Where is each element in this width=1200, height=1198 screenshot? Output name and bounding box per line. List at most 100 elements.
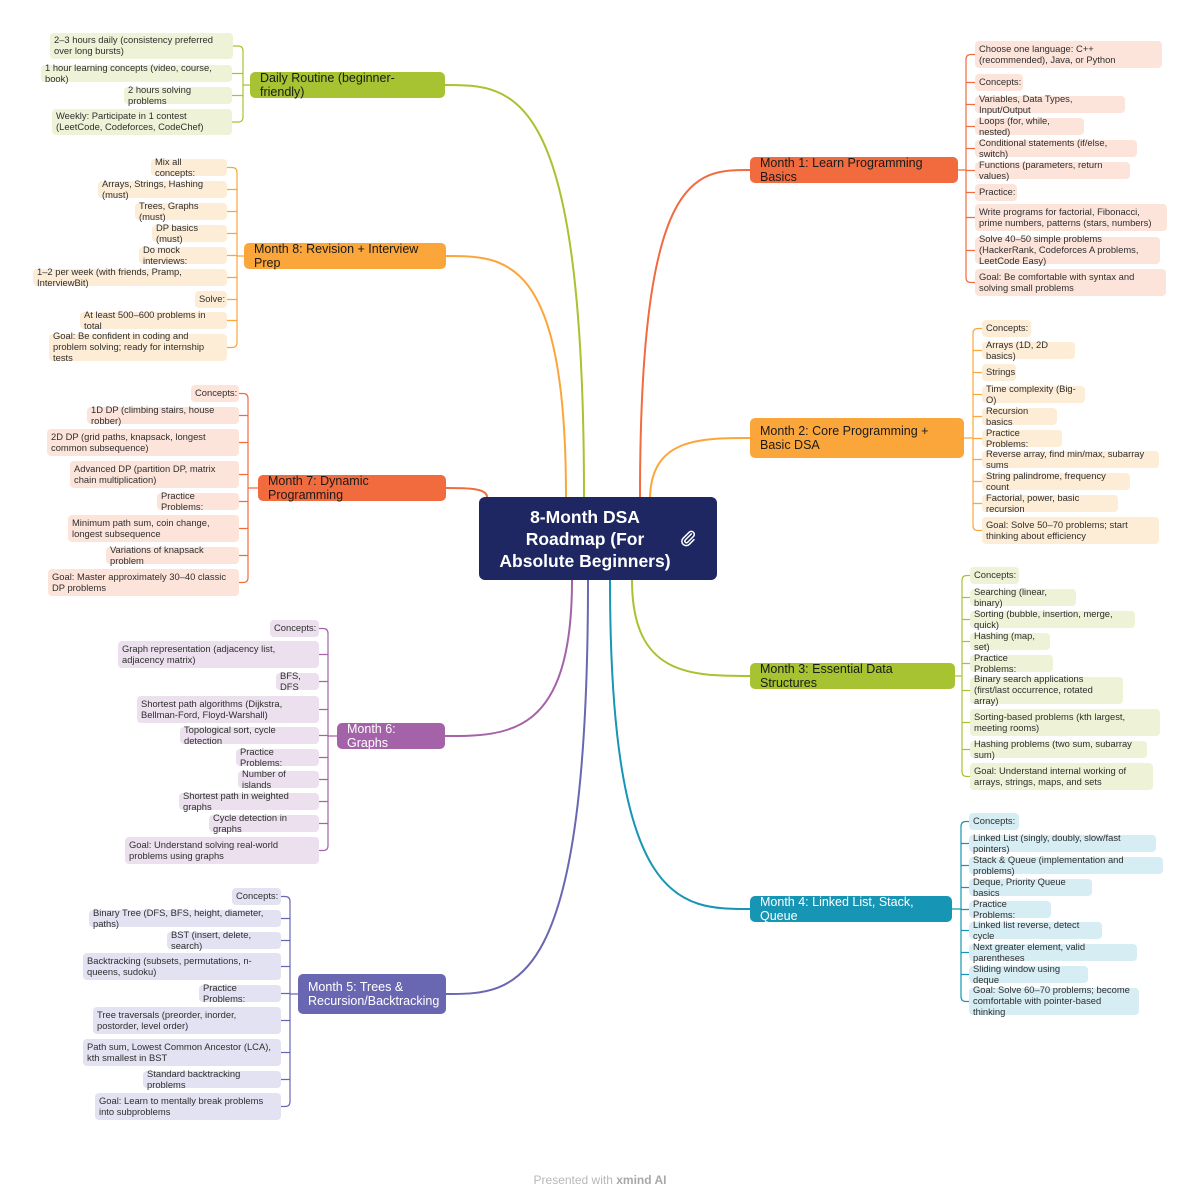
month2-item[interactable]: Arrays (1D, 2D basics) xyxy=(982,339,1075,360)
month6-item[interactable]: Topological sort, cycle detection xyxy=(180,724,319,745)
routine-item[interactable]: 1 hour learning concepts (video, course,… xyxy=(41,62,232,83)
month2-item[interactable]: Goal: Solve 50–70 problems; start thinki… xyxy=(982,517,1159,544)
month1-item[interactable]: Loops (for, while, nested) xyxy=(975,115,1084,136)
branch-month7[interactable]: Month 7: Dynamic Programming xyxy=(258,474,446,502)
month4-item[interactable]: Goal: Solve 60–70 problems; become comfo… xyxy=(969,984,1139,1017)
month5-item[interactable]: Path sum, Lowest Common Ancestor (LCA), … xyxy=(83,1039,281,1066)
month8-item[interactable]: Arrays, Strings, Hashing (must) xyxy=(98,178,227,199)
month4-item[interactable]: Practice Problems: xyxy=(969,898,1051,919)
month8-item[interactable]: Solve: xyxy=(195,291,227,308)
month3-item[interactable]: Goal: Understand internal working of arr… xyxy=(970,763,1153,790)
month2-item[interactable]: Recursion basics xyxy=(982,405,1057,426)
month6-item[interactable]: BFS, DFS xyxy=(276,670,319,691)
month8-item-label: DP basics (must) xyxy=(156,221,199,244)
month3-item[interactable]: Binary search applications (first/last o… xyxy=(970,673,1123,706)
routine-item[interactable]: Weekly: Participate in 1 contest (LeetCo… xyxy=(52,109,232,135)
month7-item[interactable]: Goal: Master approximately 30–40 classic… xyxy=(48,569,239,596)
month5-item[interactable]: Binary Tree (DFS, BFS, height, diameter,… xyxy=(89,907,281,928)
month5-item[interactable]: BST (insert, delete, search) xyxy=(167,929,281,950)
month8-item[interactable]: Trees, Graphs (must) xyxy=(135,200,227,221)
month7-item[interactable]: 1D DP (climbing stairs, house robber) xyxy=(87,404,239,425)
month5-item[interactable]: Standard backtracking problems xyxy=(143,1068,281,1089)
month7-item-label: 2D DP (grid paths, knapsack, longest com… xyxy=(51,430,206,453)
month1-item[interactable]: Choose one language: C++ (recommended), … xyxy=(975,41,1162,68)
month3-item[interactable]: Sorting-based problems (kth largest, mee… xyxy=(970,709,1160,736)
month2-item[interactable]: Strings xyxy=(982,364,1016,381)
branch-month5[interactable]: Month 5: Trees & Recursion/Backtracking xyxy=(298,974,446,1014)
month1-item[interactable]: Goal: Be comfortable with syntax and sol… xyxy=(975,269,1166,296)
month3-item-label: Sorting (bubble, insertion, merge, quick… xyxy=(974,607,1113,630)
branch-month1[interactable]: Month 1: Learn Programming Basics xyxy=(750,156,958,184)
month3-item[interactable]: Concepts: xyxy=(970,567,1019,584)
month4-item[interactable]: Linked list reverse, detect cycle xyxy=(969,919,1102,940)
month7-item[interactable]: Variations of knapsack problem xyxy=(106,544,239,565)
month8-item[interactable]: DP basics (must) xyxy=(152,221,227,244)
month3-item[interactable]: Searching (linear, binary) xyxy=(970,586,1076,607)
month5-item[interactable]: Practice Problems: xyxy=(199,982,281,1003)
central-topic[interactable]: 8-Month DSA Roadmap (For Absolute Beginn… xyxy=(479,497,717,580)
branch-month2[interactable]: Month 2: Core Programming + Basic DSA xyxy=(750,418,964,458)
month8-item[interactable]: Goal: Be confident in coding and problem… xyxy=(49,330,227,363)
month6-item[interactable]: Concepts: xyxy=(270,620,319,637)
month4-item[interactable]: Concepts: xyxy=(969,813,1019,830)
routine-item[interactable]: 2–3 hours daily (consistency preferred o… xyxy=(50,33,233,59)
month4-item[interactable]: Deque, Priority Queue basics xyxy=(969,875,1092,898)
month7-item[interactable]: Minimum path sum, coin change, longest s… xyxy=(68,515,239,542)
month2-item[interactable]: Factorial, power, basic recursion xyxy=(982,492,1118,513)
month7-item[interactable]: Concepts: xyxy=(191,385,239,402)
month7-item[interactable]: Advanced DP (partition DP, matrix chain … xyxy=(70,461,239,488)
month5-item[interactable]: Tree traversals (preorder, inorder, post… xyxy=(93,1007,281,1034)
month3-item[interactable]: Practice Problems: xyxy=(970,651,1053,674)
month4-item[interactable]: Linked List (singly, doubly, slow/fast p… xyxy=(969,832,1156,853)
month6-item[interactable]: Number of islands xyxy=(238,768,319,789)
month6-item[interactable]: Practice Problems: xyxy=(236,746,319,767)
month1-item[interactable]: Practice: xyxy=(975,184,1017,201)
month6-item[interactable]: Graph representation (adjacency list, ad… xyxy=(118,641,319,668)
month4-item[interactable]: Next greater element, valid parentheses xyxy=(969,941,1137,962)
month4-item[interactable]: Stack & Queue (implementation and proble… xyxy=(969,853,1163,876)
month6-item[interactable]: Goal: Understand solving real-world prob… xyxy=(125,837,319,864)
month1-item[interactable]: Solve 40–50 simple problems (HackerRank,… xyxy=(975,233,1160,266)
month4-item[interactable]: Sliding window using deque xyxy=(969,963,1088,984)
month5-item[interactable]: Backtracking (subsets, permutations, n-q… xyxy=(83,953,281,980)
month2-item[interactable]: Time complexity (Big-O) xyxy=(982,383,1085,404)
month6-item[interactable]: Shortest path in weighted graphs xyxy=(179,790,319,811)
month8-item[interactable]: At least 500–600 problems in total xyxy=(80,309,227,330)
month8-item[interactable]: Do mock interviews: xyxy=(139,243,227,266)
month8-item-label: Do mock interviews: xyxy=(143,243,188,266)
branch-routine[interactable]: Daily Routine (beginner-friendly) xyxy=(250,71,445,99)
month1-item[interactable]: Variables, Data Types, Input/Output xyxy=(975,93,1125,114)
month3-item-label: Practice Problems: xyxy=(974,651,1017,674)
month4-item-label: Stack & Queue (implementation and proble… xyxy=(973,853,1124,876)
month8-item[interactable]: 1–2 per week (with friends, Pramp, Inter… xyxy=(33,266,227,287)
footer-prefix: Presented with xyxy=(533,1173,613,1187)
month3-item[interactable]: Hashing problems (two sum, subarray sum) xyxy=(970,738,1147,759)
connector-month3 xyxy=(631,579,751,677)
month2-item[interactable]: Practice Problems: xyxy=(982,427,1062,448)
month3-item-label: Concepts: xyxy=(974,569,1017,581)
month2-item[interactable]: Concepts: xyxy=(982,320,1031,337)
branch-month3[interactable]: Month 3: Essential Data Structures xyxy=(750,662,955,690)
month3-item[interactable]: Hashing (map, set) xyxy=(970,630,1050,651)
month2-item[interactable]: Reverse array, find min/max, subarray su… xyxy=(982,448,1159,469)
branch-month4[interactable]: Month 4: Linked List, Stack, Queue xyxy=(750,895,952,923)
month2-item[interactable]: String palindrome, frequency count xyxy=(982,470,1130,491)
month1-item[interactable]: Concepts: xyxy=(975,74,1023,91)
attachment-icon[interactable] xyxy=(679,528,697,548)
month6-item[interactable]: Shortest path algorithms (Dijkstra, Bell… xyxy=(137,696,319,723)
month6-item[interactable]: Cycle detection in graphs xyxy=(209,812,319,833)
month4-item-label: Deque, Priority Queue basics xyxy=(973,875,1066,898)
month1-item[interactable]: Functions (parameters, return values) xyxy=(975,159,1130,180)
month7-item[interactable]: 2D DP (grid paths, knapsack, longest com… xyxy=(47,429,239,456)
month5-item[interactable]: Goal: Learn to mentally break problems i… xyxy=(95,1093,281,1120)
month8-item[interactable]: Mix all concepts: xyxy=(151,156,227,177)
month5-item[interactable]: Concepts: xyxy=(232,888,281,905)
routine-item[interactable]: 2 hours solving problems xyxy=(124,84,232,105)
branch-month8[interactable]: Month 8: Revision + Interview Prep xyxy=(244,242,446,270)
connector-month5 xyxy=(445,579,589,995)
month3-item[interactable]: Sorting (bubble, insertion, merge, quick… xyxy=(970,607,1135,630)
branch-month6[interactable]: Month 6: Graphs xyxy=(337,722,445,750)
month1-item[interactable]: Conditional statements (if/else, switch) xyxy=(975,137,1137,158)
month1-item[interactable]: Write programs for factorial, Fibonacci,… xyxy=(975,204,1167,231)
month7-item[interactable]: Practice Problems: xyxy=(157,490,239,511)
